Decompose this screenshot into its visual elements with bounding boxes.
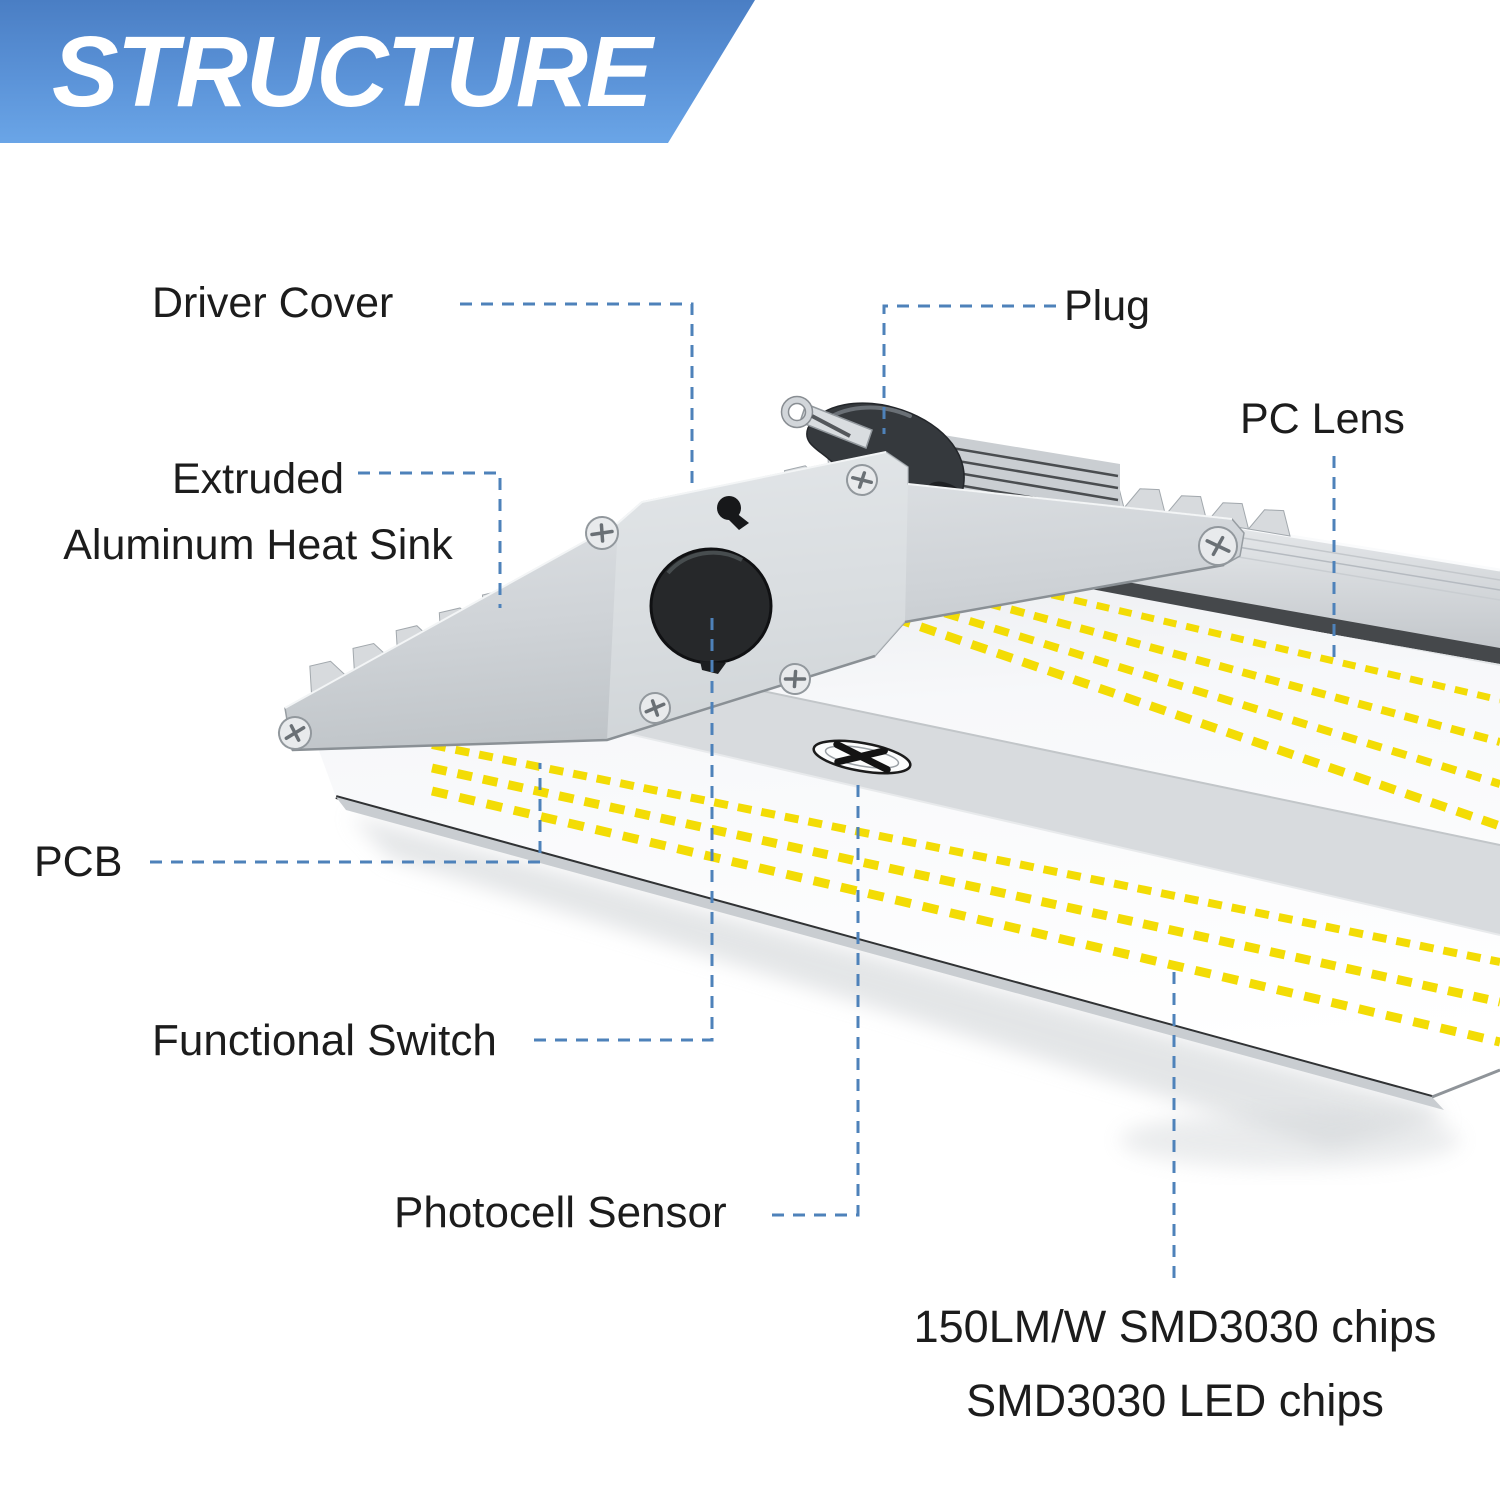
screw-icon bbox=[278, 716, 312, 750]
driver-cover-bracket bbox=[278, 451, 1245, 752]
label-heat-sink: Extruded Aluminum Heat Sink bbox=[26, 446, 490, 578]
functional-switch-leader-line bbox=[534, 612, 714, 1042]
photocell-leader-line bbox=[772, 778, 860, 1217]
label-heat-sink-line2: Aluminum Heat Sink bbox=[63, 521, 453, 569]
label-pcb: PCB bbox=[34, 838, 123, 886]
label-plug: Plug bbox=[1064, 282, 1151, 330]
driver-cover-leader-line bbox=[460, 302, 694, 489]
pcb-leader-line bbox=[150, 763, 542, 864]
label-led-chips-line2: SMD3030 LED chips bbox=[966, 1375, 1384, 1426]
screw-icon bbox=[1198, 526, 1238, 566]
screw-icon bbox=[779, 663, 811, 695]
screw-icon bbox=[846, 464, 878, 496]
screw-icon bbox=[639, 692, 671, 724]
plug-leader-line bbox=[882, 304, 1056, 434]
label-pc-lens: PC Lens bbox=[1240, 395, 1405, 443]
page-title: STRUCTURE bbox=[52, 15, 653, 128]
leader-lines bbox=[150, 302, 1336, 1284]
screw-icon bbox=[585, 516, 619, 550]
heat-sink-leader-line bbox=[358, 471, 502, 608]
fixture-shadow bbox=[350, 815, 1460, 1168]
structure-banner: STRUCTURE bbox=[0, 0, 755, 143]
label-led-chips-line1: 150LM/W SMD3030 chips bbox=[913, 1301, 1437, 1352]
label-driver-cover: Driver Cover bbox=[152, 279, 394, 327]
photocell-sensor bbox=[812, 739, 912, 775]
label-heat-sink-line1: Extruded bbox=[171, 455, 345, 503]
keyhole-icon bbox=[717, 496, 749, 530]
label-led-chips: 150LM/W SMD3030 chips SMD3030 LED chips bbox=[850, 1290, 1500, 1438]
label-photocell-sensor: Photocell Sensor bbox=[394, 1188, 727, 1237]
label-functional-switch: Functional Switch bbox=[152, 1016, 497, 1065]
